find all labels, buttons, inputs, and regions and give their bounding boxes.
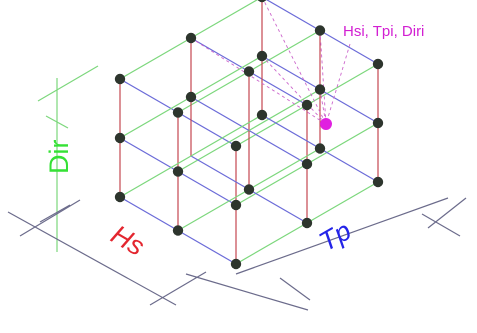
grid-node: [114, 73, 126, 85]
grid-node: [185, 32, 197, 44]
edge-tp: [177, 188, 250, 232]
edge-tp: [306, 181, 379, 224]
grid-nodes: [114, 0, 384, 270]
grid-node: [256, 50, 268, 62]
edge-tp: [235, 222, 308, 265]
edge-hs: [319, 88, 379, 124]
edge-hs: [248, 70, 308, 106]
edge-hs: [319, 29, 379, 65]
interpolation-lines: [190, 0, 351, 125]
dir-extension-bottom: [39, 204, 71, 223]
grid-node: [185, 91, 197, 103]
grid-node: [372, 58, 384, 70]
dimension-lines: [7, 65, 467, 311]
dir-tick-top: [45, 115, 69, 129]
tp-dimension-line: [235, 197, 449, 275]
edge-hs: [119, 196, 179, 232]
grid-node: [114, 132, 126, 144]
grid-node: [230, 199, 242, 211]
grid-node: [301, 217, 313, 229]
edge-hs: [190, 96, 250, 132]
edge-tp: [119, 155, 192, 198]
dir-axis-label: Dir: [44, 140, 74, 175]
edge-hs: [248, 129, 308, 165]
grid-node: [301, 99, 313, 111]
tp-axis-label: Tp: [314, 215, 356, 257]
edge-hs: [177, 111, 237, 147]
edge-tp: [119, 37, 192, 80]
grid-node: [372, 176, 384, 188]
edge-hs: [319, 147, 379, 183]
tp-extension-right: [427, 197, 467, 229]
edge-tp: [306, 122, 379, 165]
edge-hs: [261, 55, 321, 91]
hs-extension-left: [19, 199, 81, 237]
edge-tp: [248, 147, 321, 191]
edge-tp: [190, 0, 259, 39]
edge-tp: [235, 104, 308, 147]
grid-node: [314, 84, 326, 95]
edge-tp: [306, 63, 379, 106]
grid-node: [230, 140, 242, 152]
grid-node: [172, 225, 184, 236]
grid-node: [114, 191, 126, 203]
edge-hs: [190, 37, 250, 73]
tp-tick-left: [279, 277, 311, 301]
interpolation-line: [190, 37, 327, 125]
annotation-leader: [325, 43, 351, 125]
grid-node: [230, 258, 242, 270]
tp-tick-right: [421, 213, 461, 237]
grid-node: [243, 184, 255, 195]
grid-node: [172, 166, 184, 177]
edge-tp: [177, 129, 250, 173]
grid-node: [372, 117, 384, 129]
grid-node: [301, 158, 313, 170]
grid-node: [172, 107, 184, 118]
edge-tp: [119, 96, 192, 139]
edge-hs: [261, 114, 321, 150]
edge-hs: [248, 188, 308, 224]
edge-tp: [248, 88, 321, 132]
interpolation-line: [319, 30, 327, 125]
tp-dimension-base: [185, 273, 309, 311]
edge-tp: [235, 163, 308, 206]
edge-tp: [190, 114, 263, 157]
interpolated-point: [320, 118, 332, 130]
grid-node: [257, 0, 267, 3]
edge-hs: [177, 229, 237, 265]
annotation-label: Hsi, Tpi, Diri: [343, 23, 424, 40]
grid-edges: [119, 0, 379, 265]
edge-hs: [177, 170, 237, 206]
edge-hs: [190, 155, 250, 191]
edge-tp: [190, 55, 263, 98]
hs-dimension-line: [7, 211, 177, 306]
hs-axis-label: Hs: [106, 219, 150, 261]
edge-tp: [177, 70, 250, 114]
dir-extension-top: [37, 65, 99, 102]
grid-node: [314, 25, 326, 36]
edge-hs: [265, 0, 321, 32]
grid-node: [243, 66, 255, 77]
grid-node: [256, 109, 268, 121]
edge-hs: [119, 137, 179, 173]
edge-tp: [248, 29, 321, 73]
grid-node: [314, 143, 326, 154]
edge-hs: [119, 78, 179, 114]
